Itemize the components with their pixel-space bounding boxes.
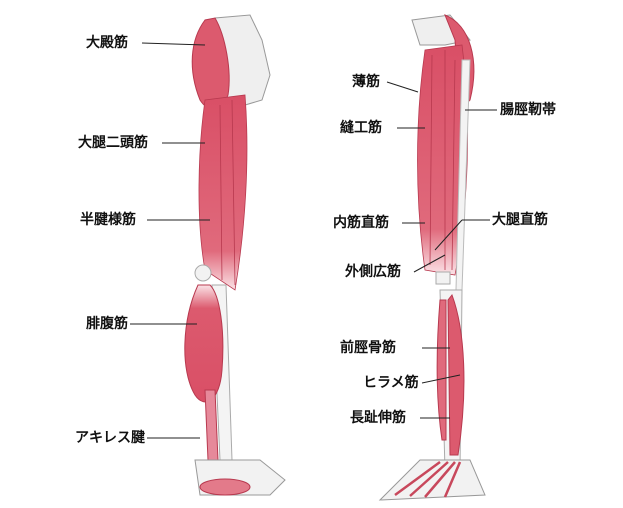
label-semitendinosus: 半腱様筋 [80, 212, 136, 228]
knee-bone [194, 264, 212, 282]
patella [435, 271, 451, 285]
foot-front [378, 459, 486, 501]
achilles-tendon [204, 389, 219, 461]
label-soleus: ヒラメ筋 [363, 375, 419, 391]
gastrocnemius [184, 284, 224, 403]
label-gastrocnemius: 腓腹筋 [86, 316, 128, 332]
label-vastus-lateralis: 外側広筋 [345, 264, 401, 280]
label-gluteus-maximus: 大殿筋 [86, 35, 128, 51]
lower-leg-muscles [447, 293, 465, 456]
label-tibialis-anterior: 前脛骨筋 [340, 340, 396, 356]
label-rectus-femoris: 大腿直筋 [492, 212, 548, 228]
leader-lines [130, 42, 497, 439]
posterior-leg-figure [184, 14, 286, 496]
label-achilles-tendon: アキレス腱 [75, 430, 145, 446]
label-biceps-femoris: 大腿二頭筋 [78, 135, 148, 151]
label-vastus-medialis: 内筋直筋 [333, 215, 389, 231]
thigh-muscles [198, 94, 248, 291]
label-extensor-digitorum-longus: 長趾伸筋 [350, 410, 406, 426]
label-iliotibial-band: 腸脛靭帯 [500, 102, 556, 118]
anterior-leg-figure [378, 14, 486, 501]
label-sartorius: 縫工筋 [340, 120, 382, 136]
label-gracilis: 薄筋 [352, 74, 380, 90]
